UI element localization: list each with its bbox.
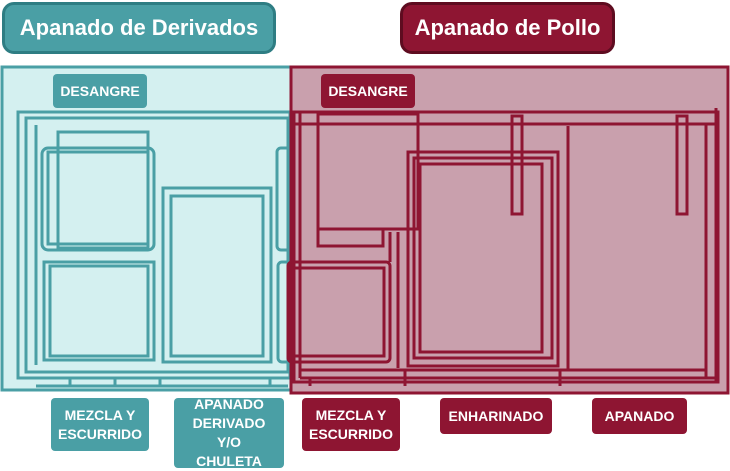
- right-apanado-label: APANADO: [592, 398, 687, 434]
- right-mezcla-escurrido-label: MEZCLA Y ESCURRIDO: [302, 398, 400, 451]
- left-area: [0, 65, 300, 392]
- left-apanado-derivado-label: APANADO DERIVADO Y/O CHULETA: [174, 396, 284, 469]
- left-desangre-label: DESANGRE: [53, 74, 147, 108]
- right-panel-title: Apanado de Pollo: [400, 2, 615, 54]
- enharinado-label: ENHARINADO: [440, 398, 552, 434]
- right-area: [286, 65, 730, 395]
- left-panel-title: Apanado de Derivados: [2, 2, 276, 54]
- right-desangre-label: DESANGRE: [321, 74, 415, 108]
- left-mezcla-escurrido-label: MEZCLA Y ESCURRIDO: [51, 398, 149, 451]
